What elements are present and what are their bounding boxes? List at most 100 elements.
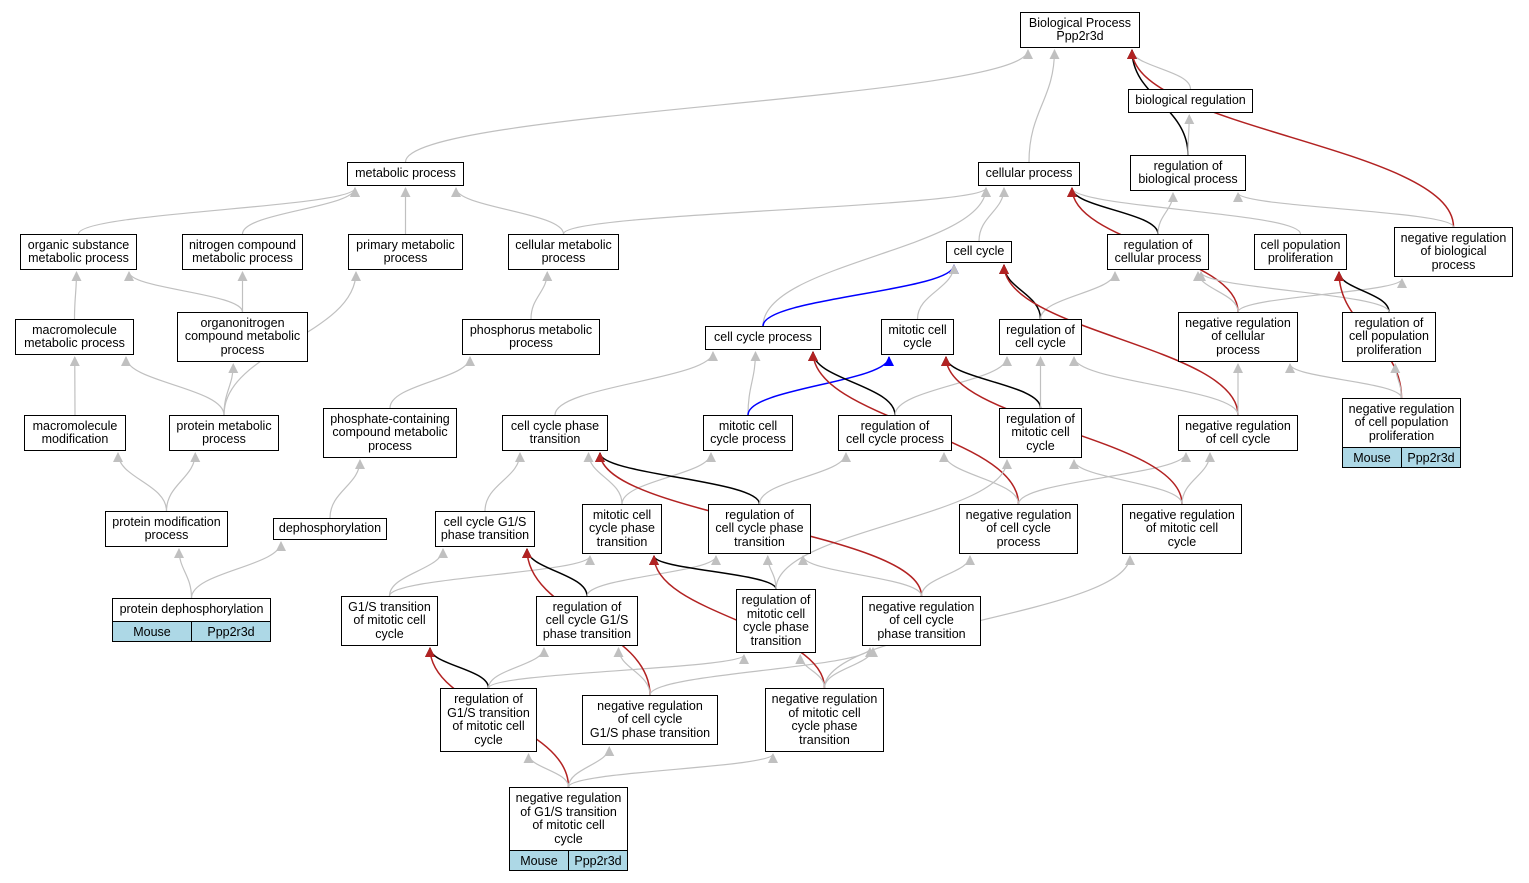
node-metabolic-process[interactable]: metabolic process xyxy=(347,162,464,186)
edge-gray xyxy=(583,452,623,505)
node-cellular-process[interactable]: cellular process xyxy=(978,162,1080,186)
edge-gray xyxy=(165,452,201,512)
edge-gray xyxy=(1069,356,1239,416)
node-protein-metabolic-process[interactable]: protein metabolic process xyxy=(169,415,279,451)
node-protein-dephosphorylation[interactable]: protein dephosphorylation xyxy=(112,598,271,622)
node-negative-regulation-of-g1s-transition-of-mitotic-cell-cycle[interactable]: negative regulation of G1/S transition o… xyxy=(509,787,628,851)
edge-gray xyxy=(823,647,878,689)
edge-gray xyxy=(916,264,959,320)
node-dephosphorylation[interactable]: dephosphorylation xyxy=(273,518,387,540)
node-regulation-of-mitotic-cell-cycle-phase-transition[interactable]: regulation of mitotic cell cycle phase t… xyxy=(736,589,816,653)
node-biological-regulation[interactable]: biological regulation xyxy=(1128,89,1253,113)
edge-gray xyxy=(388,555,595,597)
node-organonitrogen-compound-metabolic-process[interactable]: organonitrogen compound metabolic proces… xyxy=(177,312,308,362)
node-cell-cycle-g1s-phase-transition[interactable]: cell cycle G1/S phase transition xyxy=(435,511,535,547)
node-negative-regulation-of-cellular-process[interactable]: negative regulation of cellular process xyxy=(1178,312,1298,362)
edge-gray xyxy=(1039,271,1120,320)
edge-gray xyxy=(1196,271,1390,313)
node-mitotic-cell-cycle-process[interactable]: mitotic cell cycle process xyxy=(703,415,793,451)
edge-gray xyxy=(77,187,360,235)
edge-gray xyxy=(389,356,475,409)
node-nitrogen-compound-metabolic-process[interactable]: nitrogen compound metabolic process xyxy=(182,234,303,270)
edge-gray xyxy=(487,647,549,689)
edge-gray xyxy=(174,548,193,599)
node-negative-regulation-of-cell-cycle-process[interactable]: negative regulation of cell cycle proces… xyxy=(959,504,1078,554)
node-negative-regulation-of-cell-cycle[interactable]: negative regulation of cell cycle xyxy=(1178,415,1298,451)
edge-gray xyxy=(190,541,286,599)
edge-gray xyxy=(1184,114,1195,156)
edge-gray xyxy=(798,555,923,597)
node-phosphorus-metabolic-process[interactable]: phosphorus metabolic process xyxy=(462,319,600,355)
edge-gray xyxy=(747,351,761,416)
node-organic-substance-metabolic-process[interactable]: organic substance metabolic process xyxy=(20,234,137,270)
node-mitotic-cell-cycle-phase-transition[interactable]: mitotic cell cycle phase transition xyxy=(582,504,662,554)
edge-gray xyxy=(1193,271,1239,313)
edge-gray xyxy=(762,187,991,327)
edge-black xyxy=(595,452,761,505)
edge-gray xyxy=(613,647,651,696)
edge-gray xyxy=(978,187,1009,242)
node-macromolecule-metabolic-process[interactable]: macromolecule metabolic process xyxy=(15,319,134,355)
node-negative-regulation-of-cell-cycle-phase-transition[interactable]: negative regulation of cell cycle phase … xyxy=(862,596,981,646)
edge-gray xyxy=(1237,278,1407,313)
edge-gray xyxy=(758,452,851,505)
edge-gray xyxy=(404,49,1033,163)
edge-gray xyxy=(1028,49,1060,163)
edge-gray xyxy=(1127,49,1192,90)
node-regulation-of-cell-population-proliferation[interactable]: regulation of cell population proliferat… xyxy=(1342,312,1436,362)
node-regulation-of-cell-cycle-process[interactable]: regulation of cell cycle process xyxy=(838,415,952,451)
node-regulation-of-cell-cycle-phase-transition[interactable]: regulation of cell cycle phase transitio… xyxy=(708,504,811,554)
edge-red xyxy=(999,264,1239,416)
edge-gray xyxy=(329,459,365,519)
edge-gray xyxy=(567,753,778,788)
edge-gray xyxy=(121,356,225,416)
edge-gray xyxy=(523,753,570,788)
node-regulation-of-cell-cycle[interactable]: regulation of cell cycle xyxy=(999,319,1082,355)
node-cell-cycle-phase-transition[interactable]: cell cycle phase transition xyxy=(502,415,608,451)
edge-black xyxy=(649,555,777,590)
node-regulation-of-g1s-transition-of-mitotic-cell-cycle[interactable]: regulation of G1/S transition of mitotic… xyxy=(440,688,537,752)
edge-gray xyxy=(1233,192,1455,228)
node-negative-regulation-of-biological-process[interactable]: negative regulation of biological proces… xyxy=(1394,227,1513,277)
node-regulation-of-cell-cycle-g1s-phase-transition[interactable]: regulation of cell cycle G1/S phase tran… xyxy=(536,596,638,646)
edge-gray xyxy=(1069,459,1183,505)
node-negative-regulation-of-cell-population-proliferation[interactable]: negative regulation of cell population p… xyxy=(1342,398,1461,448)
edge-gray xyxy=(586,555,721,597)
node-phosphate-containing-compound-metabolic-process[interactable]: phosphate-containing compound metabolic … xyxy=(323,408,457,458)
edge-blue xyxy=(762,264,959,327)
edge-gray xyxy=(1017,452,1191,505)
node-negative-regulation-of-mitotic-cell-cycle[interactable]: negative regulation of mitotic cell cycl… xyxy=(1122,504,1242,554)
node-protein-modification-process[interactable]: protein modification process xyxy=(105,511,228,547)
node-cell-population-proliferation[interactable]: cell population proliferation xyxy=(1254,234,1347,270)
edge-gray xyxy=(241,187,360,235)
edge-gray xyxy=(487,654,749,689)
node-macromolecule-modification[interactable]: macromolecule modification xyxy=(24,415,126,451)
node-cell-cycle[interactable]: cell cycle xyxy=(946,241,1012,263)
node-cell-cycle-process[interactable]: cell cycle process xyxy=(705,326,821,350)
edge-gray xyxy=(939,452,1020,505)
node-primary-metabolic-process[interactable]: primary metabolic process xyxy=(348,234,463,270)
gene-species-cell: Mouse xyxy=(1353,450,1391,465)
node-g1s-transition-of-mitotic-cell-cycle[interactable]: G1/S transition of mitotic cell cycle xyxy=(341,596,438,646)
node-cellular-metabolic-process[interactable]: cellular metabolic process xyxy=(508,234,619,270)
node-negative-regulation-of-mitotic-cell-cycle-phase-transition[interactable]: negative regulation of mitotic cell cycl… xyxy=(765,688,884,752)
node-regulation-of-biological-process[interactable]: regulation of biological process xyxy=(1130,155,1246,191)
node-mitotic-cell-cycle[interactable]: mitotic cell cycle xyxy=(881,319,954,355)
edge-gray xyxy=(795,654,826,689)
edge-gray xyxy=(451,187,565,235)
gene-species-cell: Mouse xyxy=(133,624,171,639)
node-regulation-of-cellular-process[interactable]: regulation of cellular process xyxy=(1107,234,1209,270)
node-root[interactable]: Biological Process Ppp2r3d xyxy=(1020,12,1140,48)
edge-gray xyxy=(621,452,716,505)
edge-gray xyxy=(124,271,244,313)
node-regulation-of-mitotic-cell-cycle[interactable]: regulation of mitotic cell cycle xyxy=(999,408,1082,458)
edge-gray xyxy=(562,187,991,235)
edge-red xyxy=(1127,49,1455,228)
edge-gray xyxy=(920,555,975,597)
node-negative-regulation-of-cell-cycle-g1s-phase-transition[interactable]: negative regulation of cell cycle G1/S p… xyxy=(582,695,718,745)
gene-species-cell: Mouse xyxy=(520,853,558,868)
edge-gray xyxy=(71,271,82,320)
edge-gray xyxy=(388,548,448,597)
